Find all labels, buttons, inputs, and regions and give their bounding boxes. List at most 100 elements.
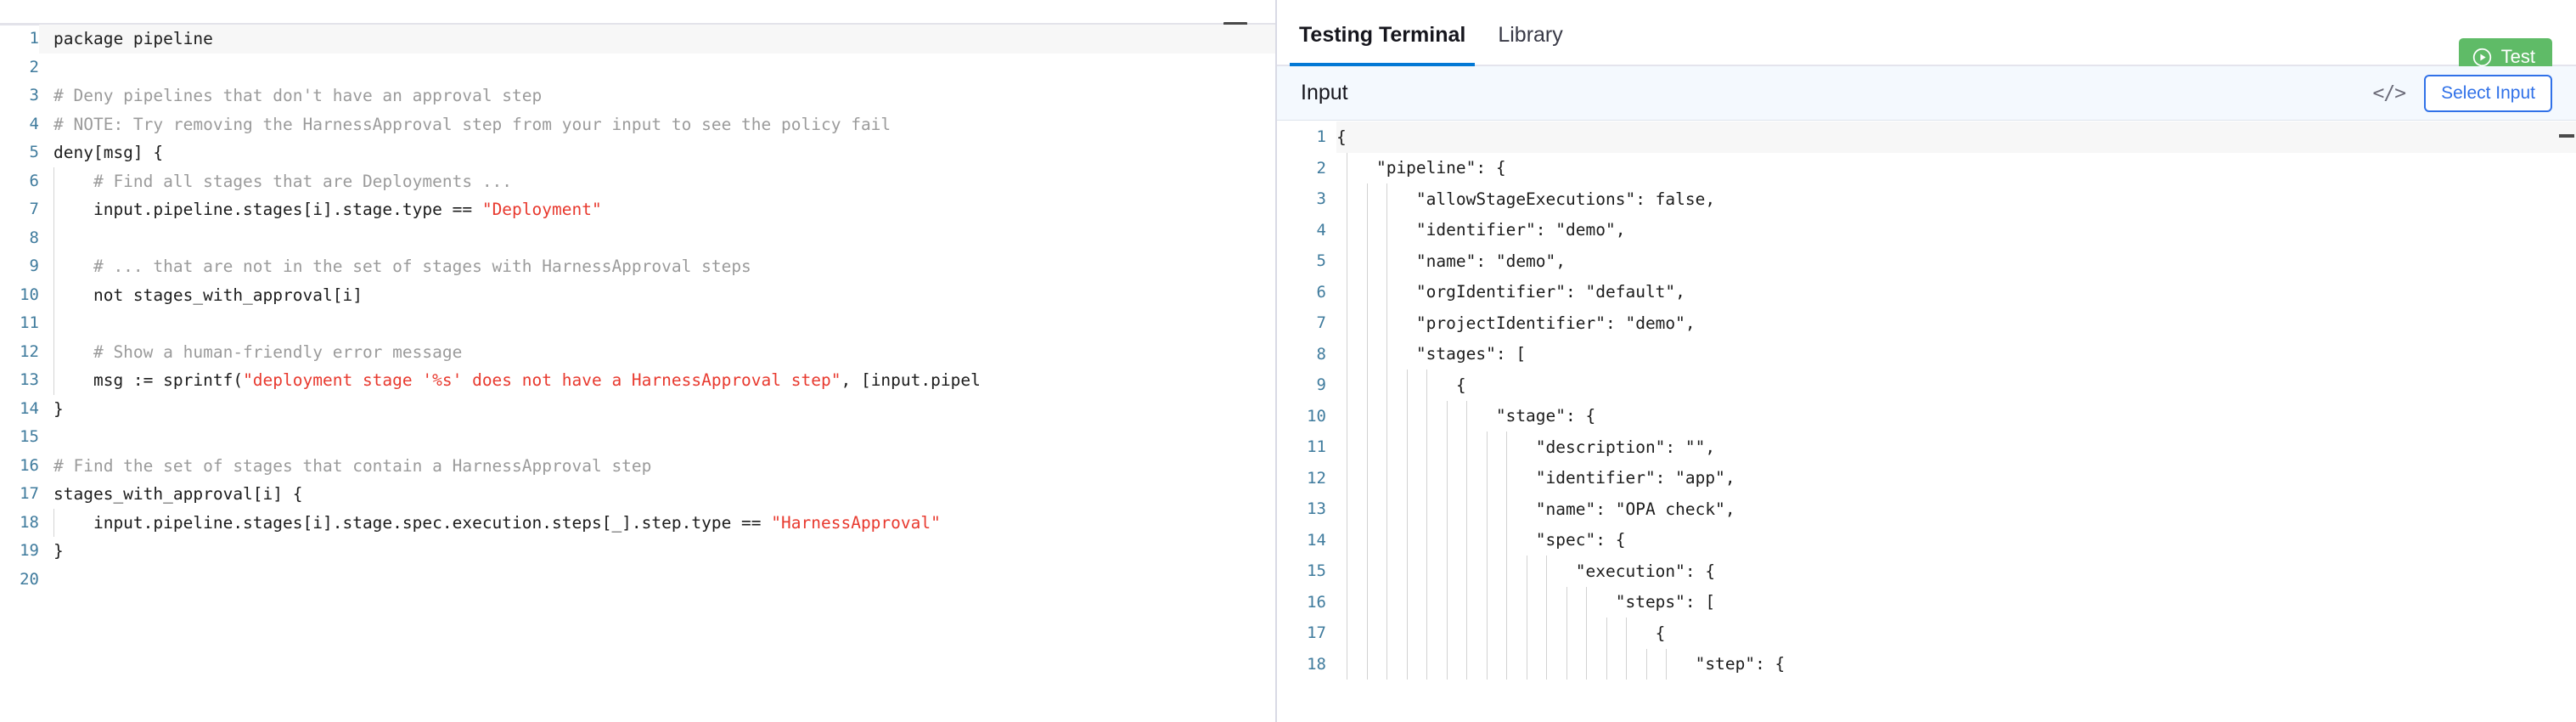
indent-guide [1366, 183, 1368, 215]
indent-guide [53, 508, 54, 537]
code-line[interactable]: 4# NOTE: Try removing the HarnessApprova… [0, 110, 1275, 139]
json-line[interactable]: 5 "name": "demo", [1277, 245, 2576, 277]
code-token-plain: } [53, 541, 64, 561]
line-number: 7 [1316, 313, 1326, 333]
code-line-text [39, 309, 1275, 338]
indent-guide [1386, 494, 1387, 525]
indent-guide [1406, 462, 1408, 494]
json-line[interactable]: 1{ [1277, 121, 2576, 153]
code-line[interactable]: 9 # ... that are not in the set of stage… [0, 252, 1275, 281]
indent-guide [1426, 556, 1427, 587]
indent-guide [1606, 648, 1607, 680]
indent-guide [1406, 556, 1408, 587]
indent-guide [1466, 462, 1467, 494]
line-number: 6 [29, 171, 39, 190]
json-line[interactable]: 18 "step": { [1277, 648, 2576, 680]
indent-guide [1366, 618, 1368, 649]
code-line[interactable]: 3# Deny pipelines that don't have an app… [0, 82, 1275, 110]
indent-guide [1586, 648, 1587, 680]
indent-guide [1626, 618, 1627, 649]
line-number: 13 [1307, 499, 1326, 519]
code-line[interactable]: 6 # Find all stages that are Deployments… [0, 166, 1275, 195]
line-number: 9 [29, 257, 39, 275]
indent-guide [53, 166, 54, 195]
indent-guide [1446, 462, 1448, 494]
line-number: 20 [20, 569, 39, 589]
code-line[interactable]: 18 input.pipeline.stages[i].stage.spec.e… [0, 508, 1275, 537]
indent-guide [1566, 618, 1567, 649]
line-number: 9 [1316, 375, 1326, 395]
indent-guide [1426, 648, 1427, 680]
vertical-scrollbar-handle[interactable] [2559, 134, 2574, 138]
code-line[interactable]: 2 [0, 54, 1275, 82]
indent-guide [53, 195, 54, 224]
code-line-text: # Find the set of stages that contain a … [39, 452, 1275, 481]
json-line[interactable]: 14 "spec": { [1277, 524, 2576, 556]
input-json-editor[interactable]: 1{2 "pipeline": {3 "allowStageExecutions… [1277, 121, 2576, 722]
code-line[interactable]: 12 # Show a human-friendly error message [0, 337, 1275, 366]
indent-guide [1446, 586, 1448, 618]
indent-guide [1506, 432, 1507, 463]
indent-guide [1386, 524, 1387, 556]
json-line-text: "steps": [ [1336, 586, 2576, 618]
indent-guide [53, 252, 54, 281]
indent-guide [1426, 494, 1427, 525]
code-line[interactable]: 20 [0, 566, 1275, 595]
code-line[interactable]: 15 [0, 423, 1275, 452]
indent-guide [1606, 618, 1607, 649]
json-line[interactable]: 7 "projectIdentifier": "demo", [1277, 307, 2576, 339]
code-token-cmt: # NOTE: Try removing the HarnessApproval… [53, 114, 891, 134]
code-line[interactable]: 13 msg := sprintf("deployment stage '%s'… [0, 366, 1275, 395]
code-brackets-icon[interactable]: </> [2372, 82, 2407, 104]
code-line[interactable]: 19} [0, 537, 1275, 566]
code-line[interactable]: 14} [0, 395, 1275, 424]
line-number: 7 [29, 200, 39, 218]
indent-guide [53, 280, 54, 309]
code-line[interactable]: 8 [0, 223, 1275, 252]
indent-guide [1566, 586, 1567, 618]
json-line[interactable]: 2 "pipeline": { [1277, 152, 2576, 183]
indent-guide [1446, 400, 1448, 432]
indent-guide [1426, 618, 1427, 649]
json-code-token: "description": "", [1336, 437, 1716, 457]
json-line[interactable]: 11 "description": "", [1277, 432, 2576, 463]
indent-guide [1466, 648, 1467, 680]
indent-guide [1486, 586, 1488, 618]
json-line[interactable]: 3 "allowStageExecutions": false, [1277, 183, 2576, 215]
indent-guide [1466, 586, 1467, 618]
json-line-text: "identifier": "app", [1336, 462, 2576, 494]
json-line[interactable]: 4 "identifier": "demo", [1277, 214, 2576, 245]
code-token-cmt: # Find all stages that are Deployments .… [53, 171, 513, 191]
json-line[interactable]: 16 "steps": [ [1277, 586, 2576, 618]
json-line-text: "execution": { [1336, 556, 2576, 587]
code-line[interactable]: 16# Find the set of stages that contain … [0, 452, 1275, 481]
tab-library[interactable]: Library [1482, 23, 1578, 65]
code-line-text: not stages_with_approval[i] [39, 280, 1275, 309]
editor-top-strip [0, 0, 1275, 25]
indent-guide [1486, 556, 1488, 587]
code-line-text: # Show a human-friendly error message [39, 337, 1275, 366]
indent-guide [1486, 494, 1488, 525]
json-line[interactable]: 10 "stage": { [1277, 400, 2576, 432]
indent-guide [1386, 245, 1387, 277]
code-line[interactable]: 11 [0, 309, 1275, 338]
json-line[interactable]: 8 "stages": [ [1277, 338, 2576, 369]
json-line[interactable]: 12 "identifier": "app", [1277, 462, 2576, 494]
tab-testing-terminal-label: Testing Terminal [1299, 23, 1466, 47]
select-input-button[interactable]: Select Input [2424, 74, 2552, 112]
json-line[interactable]: 15 "execution": { [1277, 556, 2576, 587]
code-line[interactable]: 10 not stages_with_approval[i] [0, 280, 1275, 309]
code-line[interactable]: 7 input.pipeline.stages[i].stage.type ==… [0, 195, 1275, 224]
line-number: 17 [20, 484, 39, 503]
json-line[interactable]: 9 { [1277, 369, 2576, 401]
json-line[interactable]: 13 "name": "OPA check", [1277, 494, 2576, 525]
line-number: 17 [1307, 623, 1326, 643]
line-number: 11 [1307, 437, 1326, 457]
tab-testing-terminal[interactable]: Testing Terminal [1283, 23, 1482, 66]
json-line[interactable]: 17 { [1277, 618, 2576, 649]
json-line[interactable]: 6 "orgIdentifier": "default", [1277, 276, 2576, 307]
